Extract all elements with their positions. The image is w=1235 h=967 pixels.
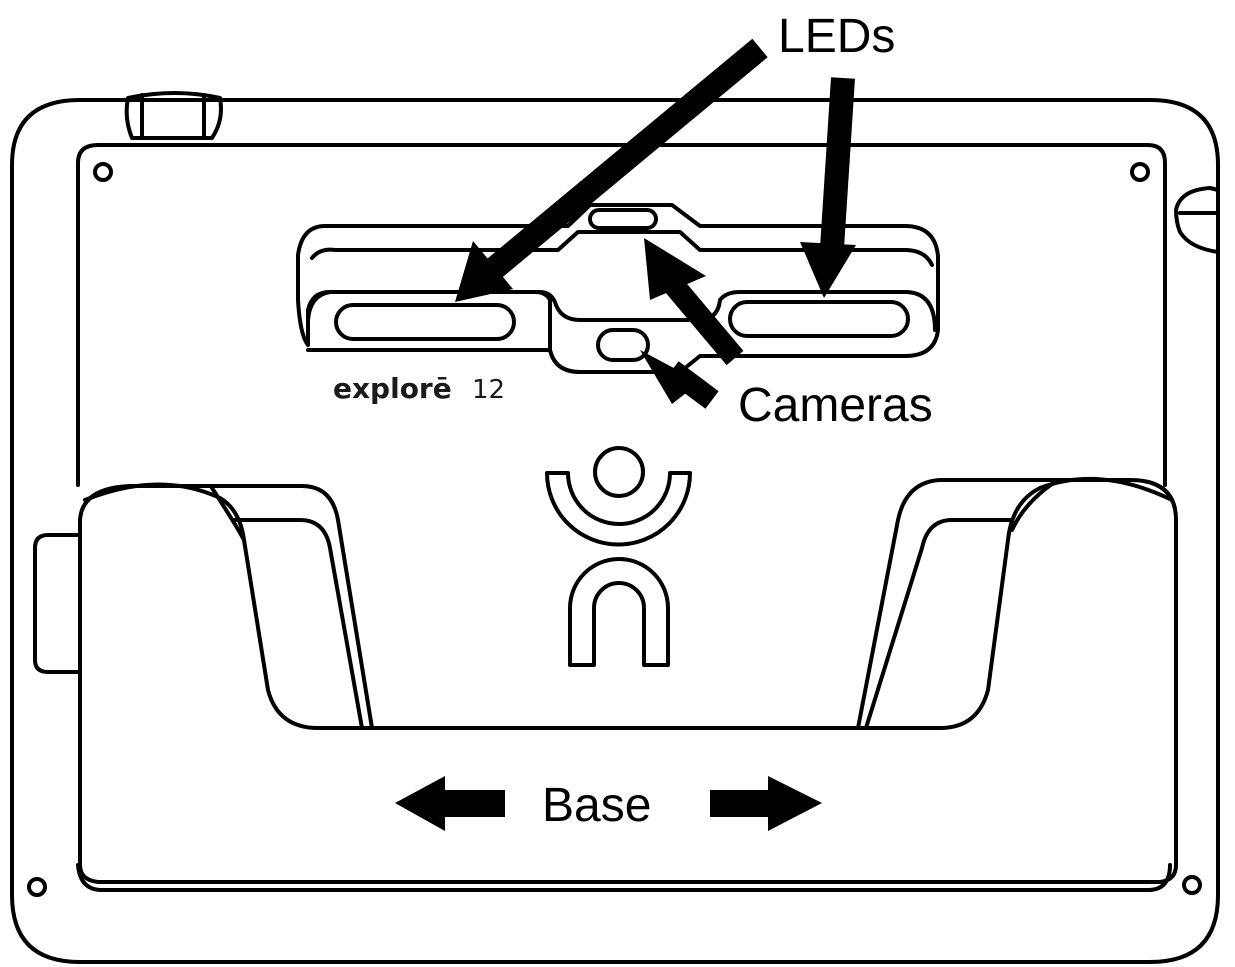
led-window-right bbox=[728, 300, 910, 338]
brand-name: explorē bbox=[333, 372, 452, 405]
arrowhead bbox=[800, 242, 856, 298]
arrowhead bbox=[455, 241, 513, 302]
top-button bbox=[124, 91, 223, 140]
side-connector bbox=[33, 533, 80, 674]
arrow-left-icon bbox=[395, 776, 505, 831]
base-stand bbox=[76, 476, 1178, 892]
led-window-left bbox=[334, 303, 516, 341]
device-outer-frame bbox=[10, 98, 1220, 964]
arrowhead bbox=[644, 238, 706, 300]
camera-top bbox=[588, 208, 658, 230]
screw-hole bbox=[1130, 162, 1150, 182]
screw-hole bbox=[27, 877, 47, 897]
label-base: Base bbox=[542, 779, 651, 832]
arrow-right-icon bbox=[710, 776, 822, 831]
screw-hole bbox=[1182, 875, 1202, 895]
led-arrow-left bbox=[482, 38, 768, 282]
side-button bbox=[1174, 186, 1220, 254]
camera-led-bar bbox=[296, 203, 940, 374]
camera-bottom bbox=[596, 328, 650, 362]
screw-hole bbox=[93, 162, 113, 182]
label-cameras: Cameras bbox=[738, 379, 933, 432]
led-arrow-right bbox=[820, 77, 855, 249]
camera-arrow-top bbox=[657, 268, 744, 366]
back-panel bbox=[76, 143, 1167, 487]
arrowhead bbox=[640, 350, 700, 404]
person-logo-icon bbox=[545, 446, 692, 667]
model-number: 12 bbox=[472, 375, 505, 405]
label-leds: LEDs bbox=[778, 10, 895, 63]
